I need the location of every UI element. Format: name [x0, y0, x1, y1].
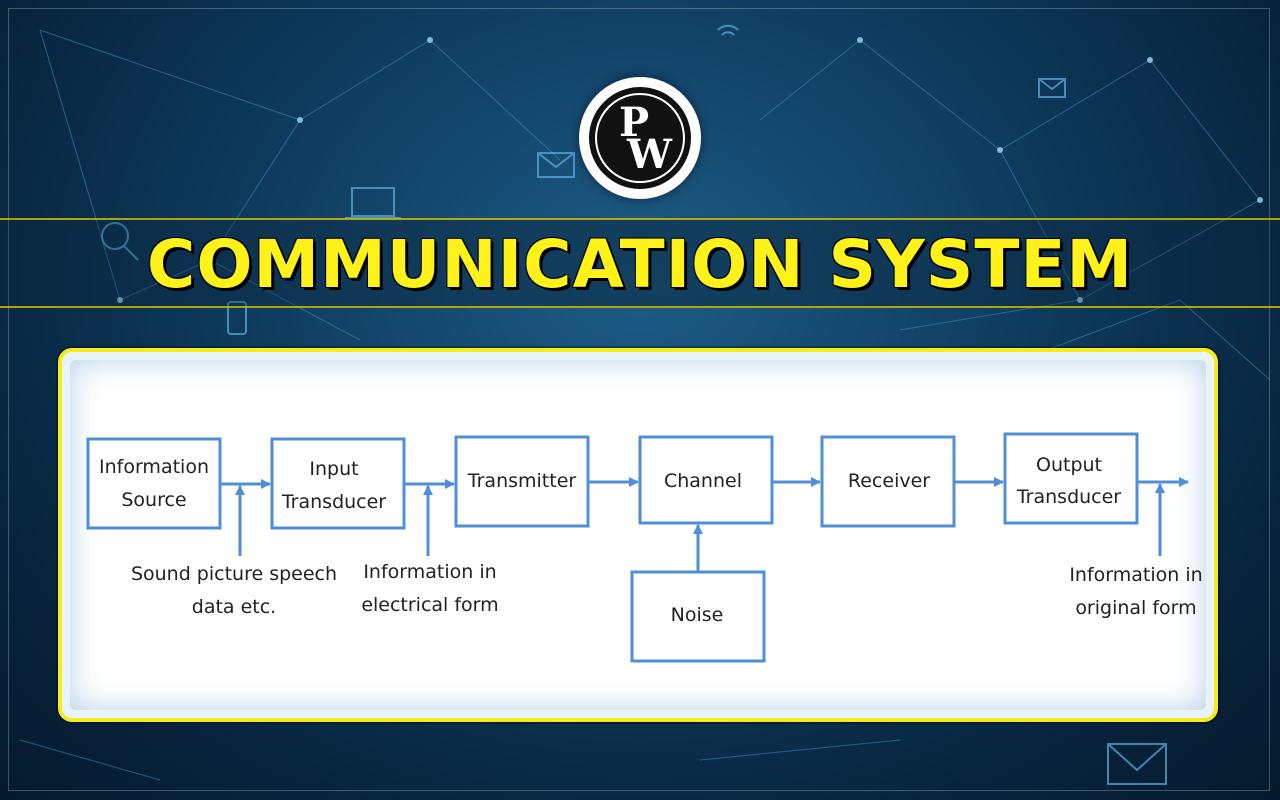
- original-label-line2: original form: [1075, 597, 1196, 619]
- magnifier-icon: [101, 222, 129, 250]
- sound-label-line1: Sound picture speech: [131, 563, 337, 585]
- original-label-line1: Information in: [1069, 564, 1202, 586]
- sound-label-line2: data etc.: [192, 596, 276, 618]
- phone-icon: [227, 301, 247, 335]
- electrical-label-line2: electrical form: [361, 594, 498, 616]
- box-information-source: [86, 437, 222, 530]
- page-title: COMMUNICATION SYSTEM: [146, 226, 1134, 303]
- electrical-label-line1: Information in: [363, 561, 496, 583]
- logo-letter-p: P: [619, 99, 650, 146]
- title-band-bottom-line: [0, 306, 1280, 308]
- title-band: [0, 220, 1280, 308]
- box-output-transducer: [1003, 432, 1139, 525]
- input-transducer-line1: Input: [309, 458, 358, 480]
- information-source-line2: Source: [121, 489, 186, 511]
- box-input-transducer: [270, 437, 406, 530]
- mail-icon: [1107, 743, 1167, 785]
- output-transducer-line1: Output: [1036, 454, 1102, 476]
- box-noise: [630, 570, 766, 663]
- noise-label: Noise: [671, 604, 724, 626]
- box-transmitter: [454, 435, 590, 528]
- pw-logo: P W: [579, 77, 701, 199]
- title-band-top-line: [0, 218, 1280, 220]
- information-source-line1: Information: [99, 456, 209, 478]
- transmitter-label: Transmitter: [467, 470, 577, 492]
- input-transducer-line2: Transducer: [281, 491, 386, 513]
- channel-label: Channel: [664, 470, 742, 492]
- laptop-icon: [351, 187, 395, 217]
- output-transducer-line2: Transducer: [1016, 486, 1121, 508]
- logo-letter-w: W: [627, 131, 672, 178]
- receiver-label: Receiver: [848, 470, 930, 492]
- diagram-panel: [58, 348, 1218, 722]
- envelope-icon: [537, 152, 575, 178]
- box-channel: [638, 435, 774, 525]
